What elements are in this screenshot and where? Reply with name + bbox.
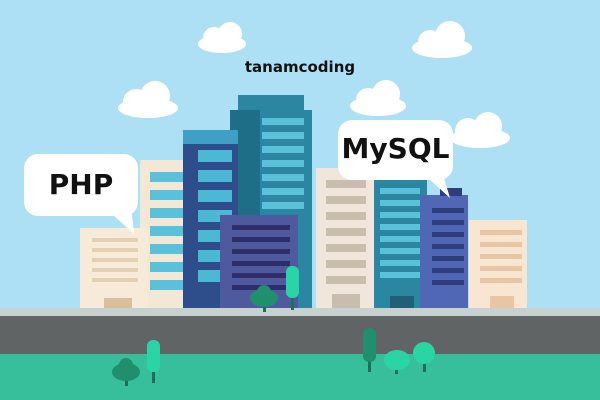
- cloud-icon: [350, 80, 406, 116]
- tree-icon: [413, 342, 435, 372]
- brand-title: tanamcoding: [244, 58, 356, 76]
- cloud-icon: [450, 112, 510, 148]
- building-cream-left: [140, 160, 190, 312]
- building-purple-right: [420, 188, 468, 312]
- mysql-speech-bubble: MySQL: [338, 120, 453, 180]
- tree-icon: [250, 285, 278, 312]
- speech-bubble-icon: [112, 214, 134, 234]
- cloud-icon: [118, 81, 178, 118]
- grass: [0, 354, 600, 400]
- tree-icon: [286, 266, 299, 310]
- building-teal-right: [373, 180, 427, 312]
- speech-bubble-icon: [428, 178, 450, 198]
- building-cream-right: [469, 220, 527, 312]
- road: [0, 316, 600, 354]
- tree-icon: [363, 328, 376, 372]
- cloud-icon: [412, 21, 472, 58]
- php-speech-bubble: PHP: [24, 154, 138, 216]
- tree-icon: [384, 350, 410, 374]
- cloud-icon: [198, 22, 246, 53]
- sidewalk: [0, 308, 600, 316]
- building-cream-low-left: [80, 228, 148, 312]
- tree-icon: [147, 340, 160, 383]
- tree-icon: [112, 358, 140, 386]
- building-cream-center: [316, 168, 374, 312]
